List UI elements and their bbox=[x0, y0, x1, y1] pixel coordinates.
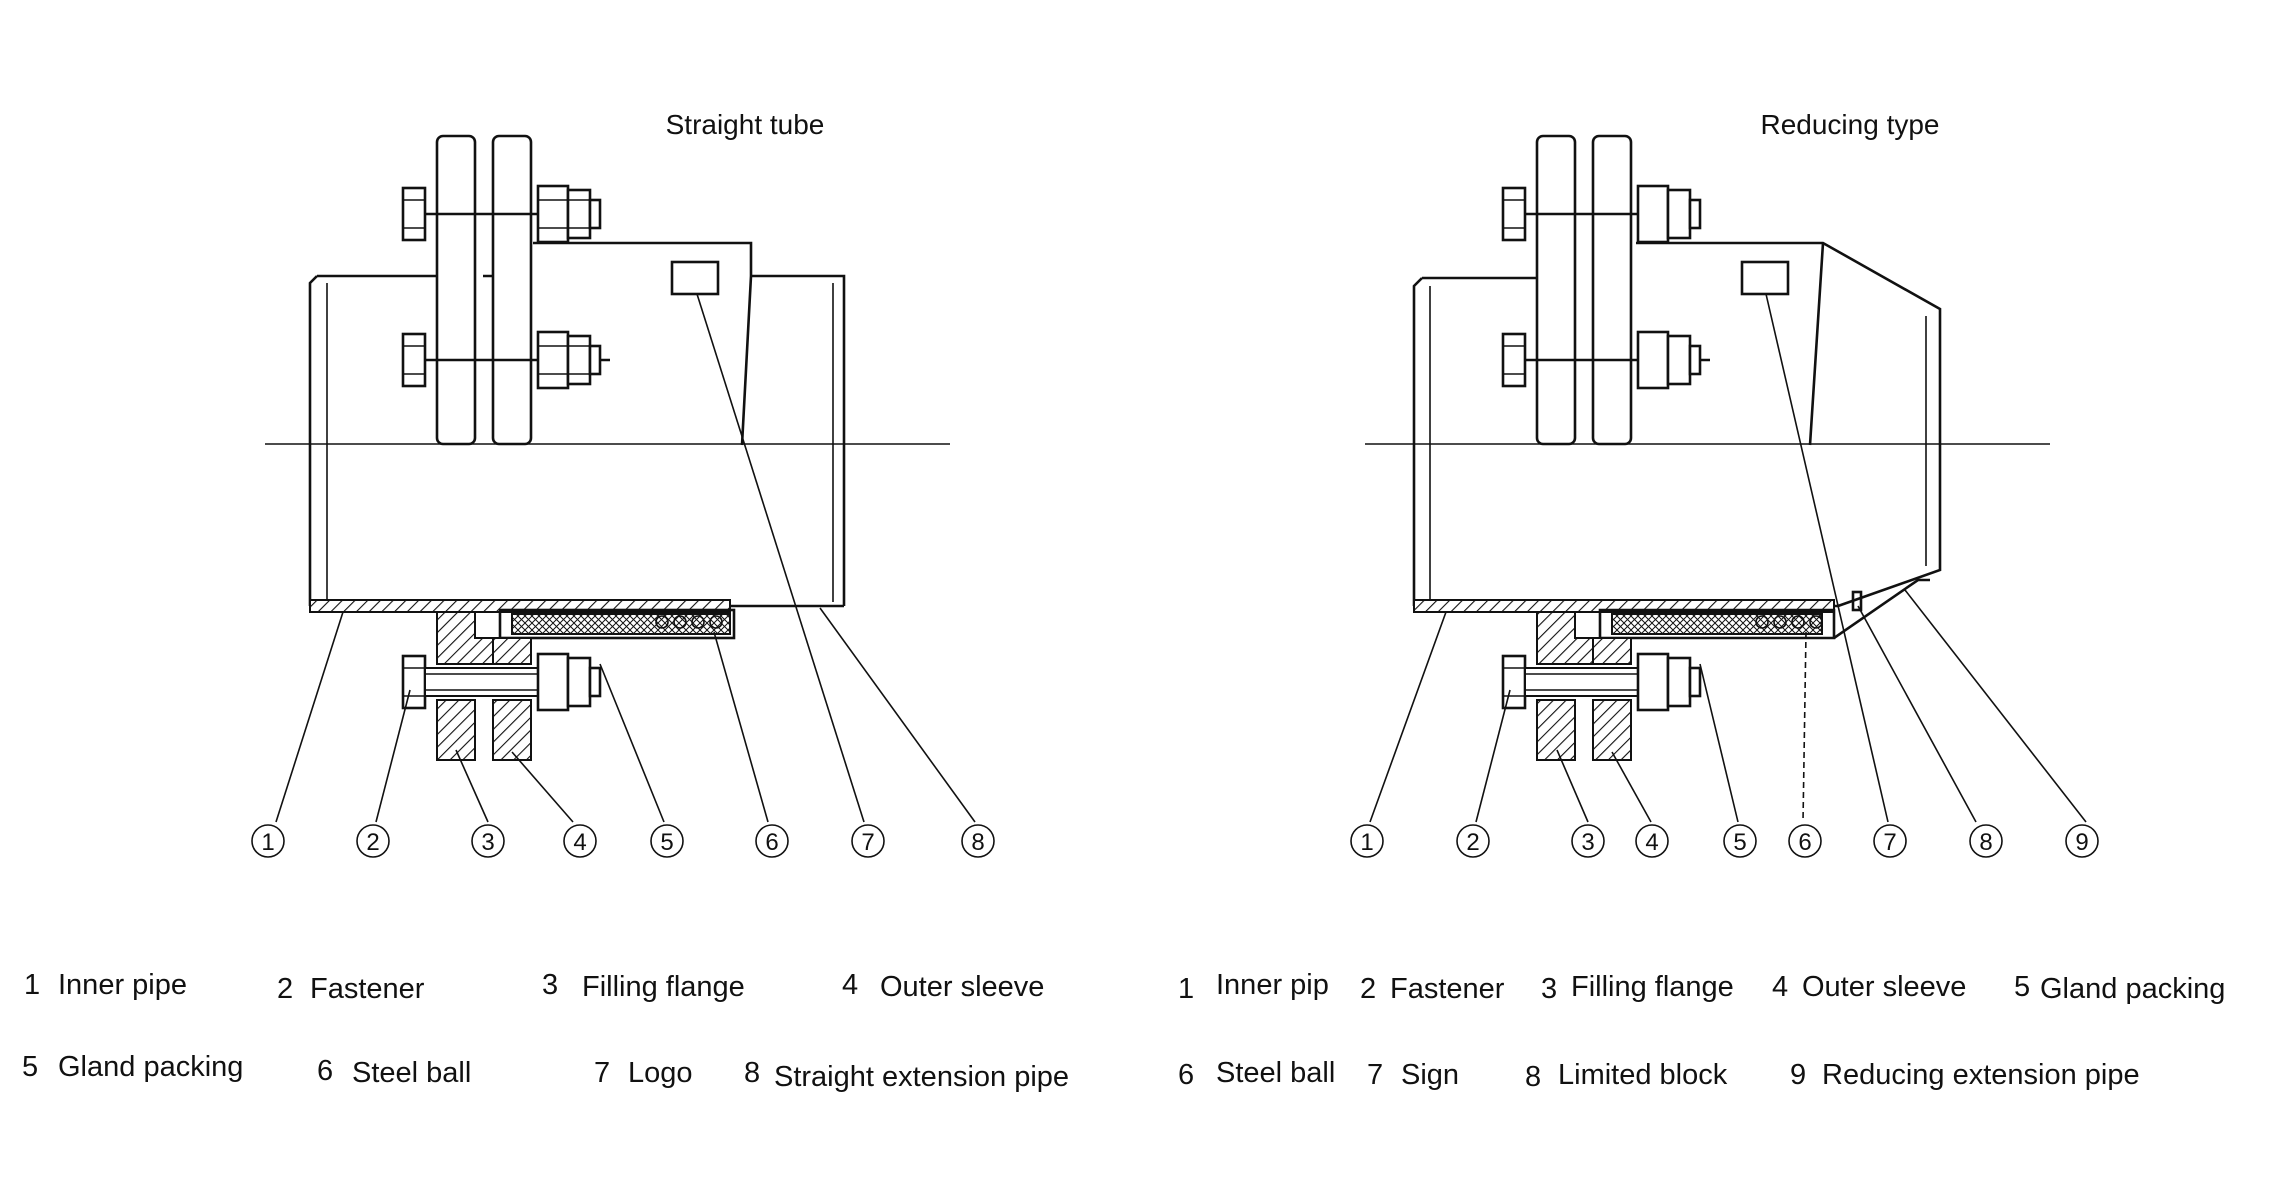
svg-text:8: 8 bbox=[1979, 829, 1992, 856]
legend-num: 5 bbox=[22, 1051, 38, 1083]
legend-text: Gland packing bbox=[58, 1051, 243, 1083]
callout-2: 2 bbox=[1456, 824, 1490, 858]
legend-text: Fastener bbox=[1390, 973, 1505, 1005]
svg-text:7: 7 bbox=[861, 829, 874, 856]
legend-num: 2 bbox=[277, 973, 293, 1005]
legend-num: 3 bbox=[542, 969, 558, 1001]
legend-num: 9 bbox=[1790, 1059, 1806, 1091]
legend-text: Sign bbox=[1401, 1059, 1459, 1091]
legend-num: 8 bbox=[1525, 1061, 1541, 1093]
callout-5: 5 bbox=[1723, 824, 1757, 858]
legend-row-2: 5 Gland packing 6 Steel ball 7 Logo 8 St… bbox=[22, 1051, 1069, 1093]
callout-4: 4 bbox=[563, 824, 597, 858]
limited-block bbox=[1851, 590, 1863, 612]
svg-text:7: 7 bbox=[1883, 829, 1896, 856]
legend-row-2: 6 Steel ball 7 Sign 8 Limited block 9 Re… bbox=[1178, 1057, 2140, 1093]
legend-text: Inner pipe bbox=[58, 969, 187, 1001]
legend-text: Logo bbox=[628, 1057, 693, 1089]
legend-num: 7 bbox=[594, 1057, 610, 1089]
callout-2: 2 bbox=[356, 824, 390, 858]
svg-text:1: 1 bbox=[261, 829, 274, 856]
straight-tube-title: Straight tube bbox=[666, 109, 825, 140]
legend-text: Reducing extension pipe bbox=[1822, 1059, 2140, 1091]
legend-num: 8 bbox=[744, 1057, 760, 1089]
reducing-type-legend: 1 Inner pip 2 Fastener 3 Filling flange … bbox=[1178, 969, 2225, 1093]
svg-text:5: 5 bbox=[1733, 829, 1746, 856]
reducing-type-drawing bbox=[1365, 134, 2087, 823]
reducing-type-title: Reducing type bbox=[1760, 109, 1939, 140]
callout-7: 7 bbox=[851, 824, 885, 858]
svg-text:9: 9 bbox=[2075, 829, 2088, 856]
svg-text:1: 1 bbox=[1360, 829, 1373, 856]
legend-text: Fastener bbox=[310, 973, 425, 1005]
legend-text: Gland packing bbox=[2040, 973, 2225, 1005]
straight-tube-legend: 1 Inner pipe 2 Fastener 3 Filling flange… bbox=[22, 969, 1069, 1093]
legend-text: Limited block bbox=[1558, 1059, 1728, 1091]
legend-num: 5 bbox=[2014, 971, 2030, 1003]
legend-num: 1 bbox=[1178, 973, 1194, 1005]
legend-text: Steel ball bbox=[1216, 1057, 1335, 1089]
callout-6: 6 bbox=[1788, 824, 1822, 858]
sign-box bbox=[1740, 260, 1790, 296]
legend-text: Outer sleeve bbox=[880, 971, 1044, 1003]
legend-text: Inner pip bbox=[1216, 969, 1329, 1001]
straight-tube-drawing bbox=[265, 134, 976, 823]
legend-row-1: 1 Inner pip 2 Fastener 3 Filling flange … bbox=[1178, 969, 2225, 1005]
svg-text:4: 4 bbox=[573, 829, 586, 856]
legend-text: Outer sleeve bbox=[1802, 971, 1966, 1003]
straight-tube-diagram: Straight tube bbox=[251, 109, 995, 858]
legend-num: 1 bbox=[24, 969, 40, 1001]
callout-8: 8 bbox=[961, 824, 995, 858]
svg-text:3: 3 bbox=[481, 829, 494, 856]
legend-num: 7 bbox=[1367, 1059, 1383, 1091]
legend-text: Steel ball bbox=[352, 1057, 471, 1089]
svg-text:8: 8 bbox=[971, 829, 984, 856]
svg-text:2: 2 bbox=[366, 829, 379, 856]
legend-text: Straight extension pipe bbox=[774, 1061, 1069, 1093]
callout-8: 8 bbox=[1969, 824, 2003, 858]
callout-4: 4 bbox=[1635, 824, 1669, 858]
svg-text:6: 6 bbox=[1798, 829, 1811, 856]
reducing-type-callouts: 1 2 3 4 5 6 7 8 9 bbox=[1350, 824, 2099, 858]
callout-7: 7 bbox=[1873, 824, 1907, 858]
legend-text: Filling flange bbox=[1571, 971, 1734, 1003]
legend-row-1: 1 Inner pipe 2 Fastener 3 Filling flange… bbox=[24, 969, 1044, 1005]
legend-num: 4 bbox=[842, 969, 858, 1001]
straight-tube-callouts: 1 2 3 4 5 6 7 8 bbox=[251, 824, 995, 858]
svg-text:3: 3 bbox=[1581, 829, 1594, 856]
svg-text:6: 6 bbox=[765, 829, 778, 856]
callout-9: 9 bbox=[2065, 824, 2099, 858]
legend-num: 6 bbox=[317, 1055, 333, 1087]
callout-3: 3 bbox=[1571, 824, 1605, 858]
svg-text:2: 2 bbox=[1466, 829, 1479, 856]
svg-text:4: 4 bbox=[1645, 829, 1658, 856]
legend-num: 4 bbox=[1772, 971, 1788, 1003]
legend-num: 2 bbox=[1360, 973, 1376, 1005]
callout-1: 1 bbox=[251, 824, 285, 858]
legend-num: 6 bbox=[1178, 1059, 1194, 1091]
callout-3: 3 bbox=[471, 824, 505, 858]
callout-1: 1 bbox=[1350, 824, 1384, 858]
legend-text: Filling flange bbox=[582, 971, 745, 1003]
callout-5: 5 bbox=[650, 824, 684, 858]
svg-text:5: 5 bbox=[660, 829, 673, 856]
logo-box bbox=[670, 260, 720, 296]
legend-num: 3 bbox=[1541, 973, 1557, 1005]
callout-6: 6 bbox=[755, 824, 789, 858]
reducing-type-diagram: Reducing type bbox=[1350, 109, 2099, 858]
